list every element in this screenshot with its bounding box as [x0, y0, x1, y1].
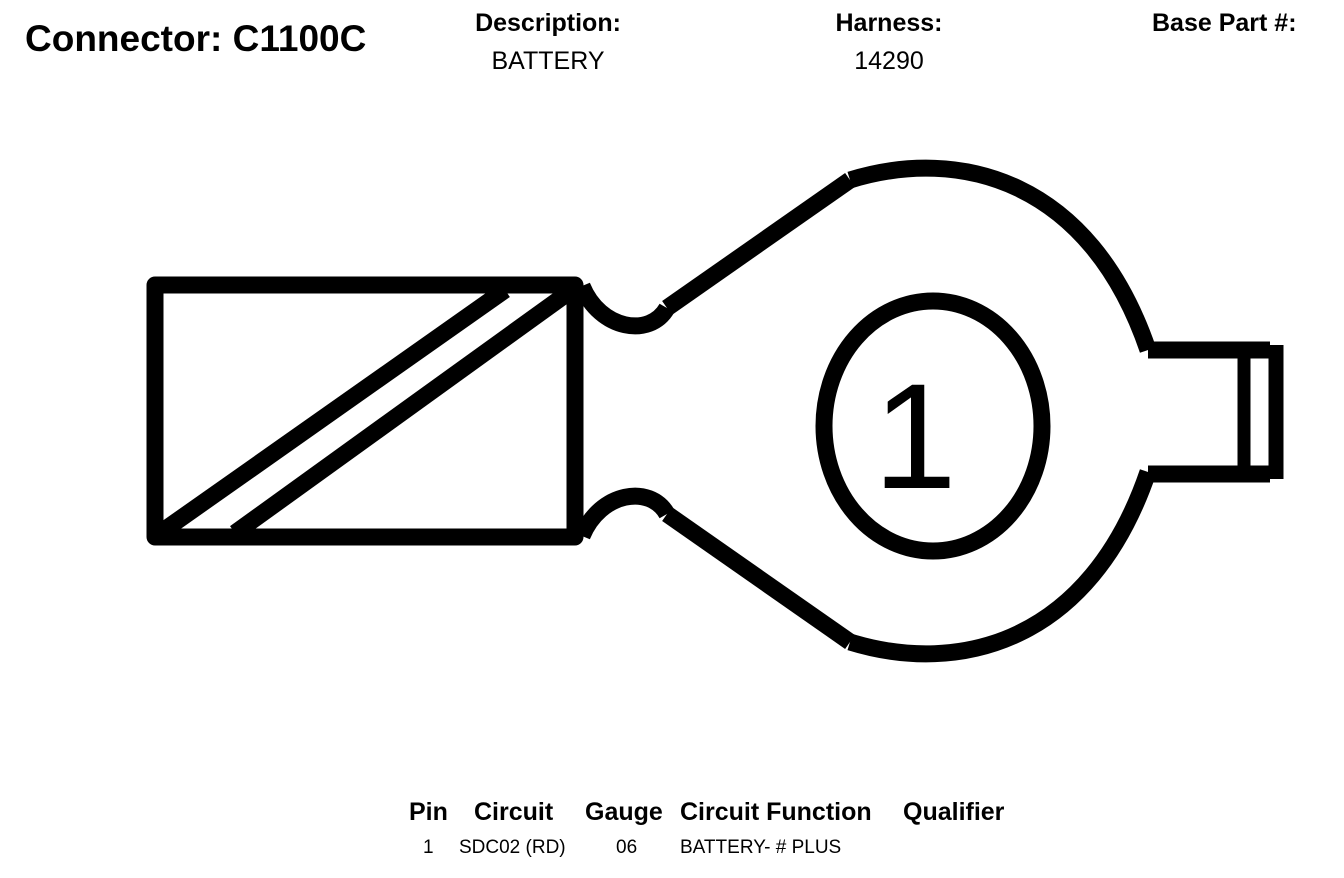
description-value: BATTERY — [491, 47, 605, 75]
connector-label: Connector: — [25, 18, 223, 59]
connector-title: Connector: C1100C — [25, 18, 366, 60]
row-pin: 1 — [423, 837, 434, 858]
ring-hole — [815, 292, 1051, 560]
pin-number-label: 1 — [873, 352, 956, 520]
base-part-label: Base Part #: — [1152, 9, 1297, 37]
ring-outer-upper — [847, 159, 1157, 353]
table-header-qualifier: Qualifier — [903, 798, 1005, 826]
row-gauge: 06 — [616, 837, 638, 858]
harness-value: 14290 — [854, 47, 924, 75]
row-circuit: SDC02 (RD) — [459, 837, 566, 858]
table-header-pin: Pin — [409, 798, 448, 826]
table-header-circuit: Circuit — [474, 798, 554, 826]
connector-id: C1100C — [232, 18, 367, 59]
harness-label: Harness: — [835, 9, 943, 37]
barrel-diagonal-line-1 — [155, 283, 510, 540]
ring-outer-lower — [847, 469, 1157, 663]
description-label: Description: — [475, 9, 621, 37]
table-header-gauge: Gauge — [585, 798, 663, 826]
row-circuit-function: BATTERY- # PLUS — [680, 837, 842, 858]
barrel-diagonal-line-2 — [230, 283, 577, 540]
upper-neck-line — [662, 173, 855, 315]
lower-notch — [574, 487, 675, 540]
lower-neck-line — [662, 507, 855, 649]
table-header-circuit-function: Circuit Function — [680, 798, 872, 826]
crimp-barrel — [146, 276, 584, 546]
upper-notch — [574, 282, 675, 335]
